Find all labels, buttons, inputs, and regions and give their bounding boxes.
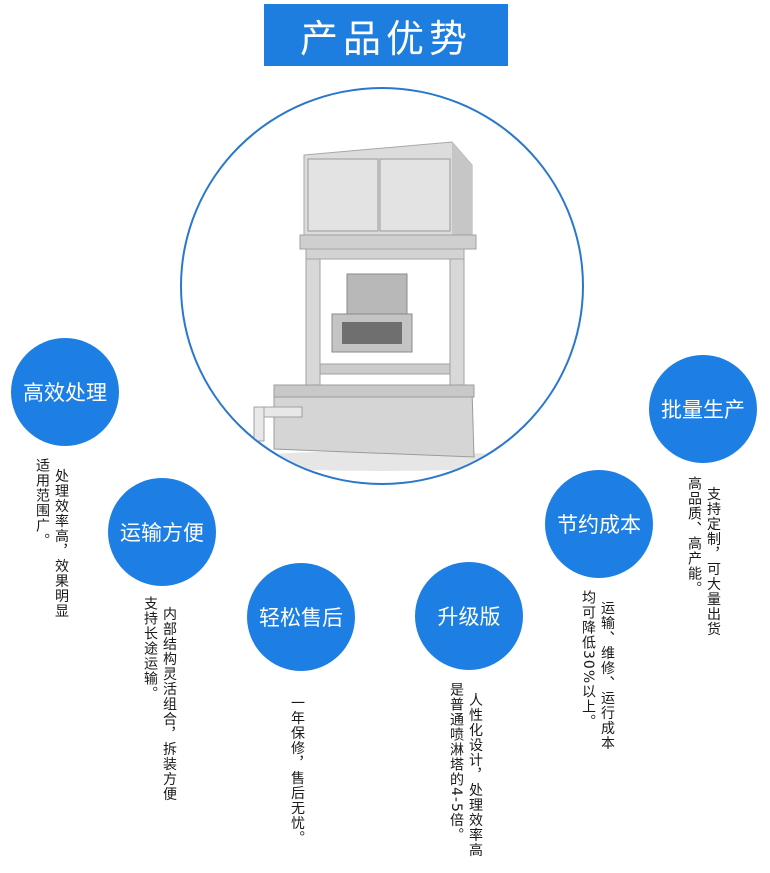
- section-title: 产品优势: [264, 4, 508, 66]
- feature-desc-line: 均可降低30%以上。: [580, 590, 596, 730]
- feature-desc-line: 运输、维修、运行成本: [599, 600, 615, 751]
- feature-badge-transport: 运输方便: [108, 478, 216, 586]
- feature-desc-line: 适用范围广。: [34, 458, 50, 548]
- product-image: [180, 87, 584, 485]
- feature-desc-transport: 内部结构灵活组合，拆装方便支持长途运输。: [140, 596, 197, 802]
- feature-badge-efficient: 高效处理: [11, 338, 119, 446]
- feature-desc-line: 处理效率高，效果明显: [53, 468, 69, 619]
- feature-desc-line: 内部结构灵活组合，拆装方便: [161, 606, 177, 802]
- feature-desc-line: 一年保修，售后无忧。: [289, 695, 305, 846]
- feature-desc-savings: 运输、维修、运行成本均可降低30%以上。: [578, 590, 635, 751]
- feature-desc-efficient: 处理效率高，效果明显适用范围广。: [32, 458, 89, 619]
- feature-desc-line: 支持长途运输。: [142, 596, 158, 701]
- feature-desc-upgrade: 人性化设计，处理效率高是普通喷淋塔的4-5倍。: [446, 682, 503, 858]
- feature-desc-line: 人性化设计，处理效率高: [467, 692, 483, 858]
- feature-desc-line: 高品质、高产能。: [686, 476, 702, 596]
- feature-badge-aftersales: 轻松售后: [247, 563, 355, 671]
- feature-desc-line: 支持定制，可大量出货: [705, 486, 721, 637]
- feature-desc-mass-production: 支持定制，可大量出货高品质、高产能。: [684, 476, 741, 637]
- feature-badge-savings: 节约成本: [545, 470, 653, 578]
- feature-desc-aftersales: 一年保修，售后无忧。: [287, 685, 325, 846]
- feature-badge-upgrade: 升级版: [415, 562, 523, 670]
- feature-badge-mass-production: 批量生产: [649, 355, 757, 463]
- feature-desc-line: 是普通喷淋塔的4-5倍。: [448, 682, 464, 843]
